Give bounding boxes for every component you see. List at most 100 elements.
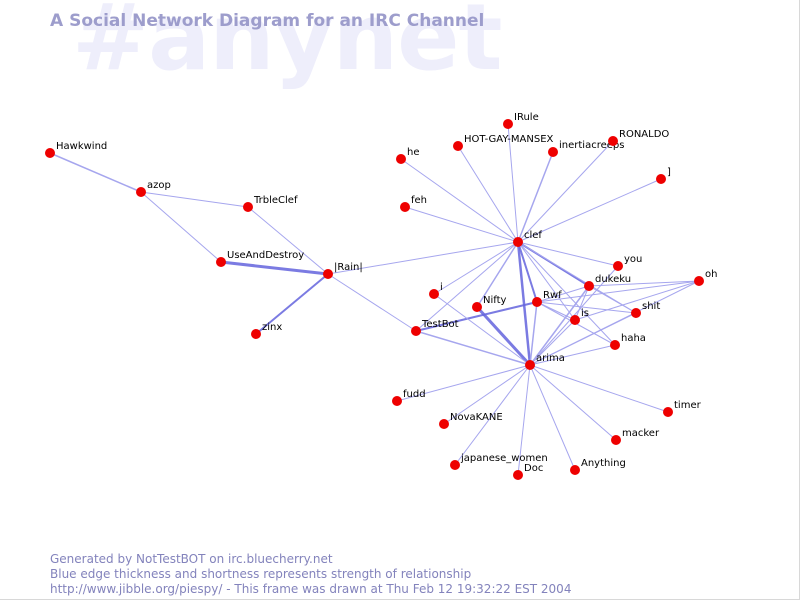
edge-clef-testbot: [415, 241, 519, 332]
node-label: Rwf: [543, 290, 562, 301]
edge-arima-i: [433, 293, 531, 366]
node-label: TrbleClef: [253, 195, 298, 206]
node-dot: [694, 276, 704, 286]
node-he: he: [396, 147, 420, 164]
node-haha: haha: [610, 333, 646, 350]
node-label: TestBot: [421, 319, 459, 330]
edge-rwf-testbot: [415, 301, 538, 332]
node-dot: [216, 257, 226, 267]
node-dot: [613, 261, 623, 271]
node-label: Doc: [524, 463, 543, 474]
node-label: timer: [674, 400, 702, 411]
node-trbleclef: TrbleClef: [243, 195, 298, 212]
node-label: i: [440, 282, 443, 293]
edge-ronaldo-clef: [517, 140, 614, 243]
node-dot: [450, 460, 460, 470]
node-dot: [323, 269, 333, 279]
edge-dukeku-arima: [529, 285, 590, 366]
node-label: dukeku: [595, 274, 631, 285]
node-label: Hawkwind: [56, 141, 107, 152]
node-is: is: [570, 308, 589, 325]
node-dot: [513, 470, 523, 480]
edge-arima-is: [529, 319, 576, 366]
node-dot: [608, 136, 618, 146]
edge-dukeku-is: [574, 285, 590, 321]
node-hot-gay-mansex: HOT-GAY-MANSEX: [453, 134, 554, 151]
node-fudd: fudd: [392, 389, 426, 406]
node-label: IRule: [514, 112, 539, 123]
node-dot: [411, 326, 421, 336]
node-dot: [243, 202, 253, 212]
edge-arima-haha: [529, 344, 616, 366]
edge-irule-clef: [507, 123, 519, 243]
edge-rain-testbot: [327, 273, 417, 332]
edge-inertiacreeps-clef: [517, 151, 554, 243]
node-label: Anything: [581, 458, 626, 469]
node-label: japanese_women: [460, 453, 548, 464]
node-rwf: Rwf: [532, 290, 562, 307]
node-label: NovaKANE: [450, 412, 503, 423]
node-inertiacreeps: inertiacreeps: [548, 140, 624, 157]
edge-clef-is: [517, 241, 576, 321]
node-label: fudd: [403, 389, 426, 400]
node-dot: [251, 329, 261, 339]
node-dot: [45, 148, 55, 158]
edge-arima-oh: [529, 280, 700, 366]
node-dot: [611, 435, 621, 445]
edge-clef-nifty: [476, 241, 519, 308]
node-label: he: [407, 147, 420, 158]
edge-arima-japanese-women: [454, 364, 531, 466]
edge-zinx-rain: [255, 273, 329, 335]
edge-rwf-dukeku: [536, 285, 590, 303]
node-dot: [532, 297, 542, 307]
node-zinx: zinx: [251, 322, 282, 339]
channel-watermark: #anynet: [72, 0, 503, 91]
node-bracket: ]: [656, 167, 671, 184]
node-label: haha: [621, 333, 646, 344]
node-dot: [453, 141, 463, 151]
edge-clef-i: [433, 241, 519, 295]
edge-hawkwind-azop: [49, 152, 142, 193]
node-dot: [513, 237, 523, 247]
edge-trbleclef-rain: [247, 206, 329, 275]
node-dot: [392, 396, 402, 406]
node-macker: macker: [611, 428, 660, 445]
footer-timestamp: http://www.jibble.org/piespy/ - This fra…: [50, 582, 572, 596]
node-shit: shit: [631, 301, 660, 318]
edge-layer: [49, 123, 700, 476]
node-label: macker: [622, 428, 660, 439]
footer-legend: Blue edge thickness and shortness repres…: [50, 567, 472, 581]
node-dot: [656, 174, 666, 184]
node-label: HOT-GAY-MANSEX: [464, 134, 554, 145]
edge-arima-timer: [529, 364, 669, 413]
node-azop: azop: [136, 180, 171, 197]
node-label: Nifty: [483, 295, 507, 306]
node-i: i: [429, 282, 443, 299]
node-testbot: TestBot: [411, 319, 459, 336]
node-dot: [136, 187, 146, 197]
edge-nifty-arima: [475, 305, 532, 367]
edge-he-clef: [400, 158, 519, 243]
node-label: UseAndDestroy: [227, 250, 304, 261]
node-label: ]: [667, 167, 671, 178]
node-ronaldo: RONALDO: [608, 129, 669, 146]
node-anything: Anything: [570, 458, 626, 475]
node-label: RONALDO: [619, 129, 669, 140]
node-label: arima: [536, 353, 565, 364]
node-label: |Rain|: [334, 262, 363, 273]
edge-clef-rwf: [517, 241, 538, 303]
node-dot: [584, 281, 594, 291]
edge-clef-arima: [516, 240, 532, 367]
edge-azop-trbleclef: [140, 191, 249, 208]
node-rain: |Rain|: [323, 262, 363, 279]
edge-arima-fudd: [396, 364, 531, 402]
node-label: inertiacreeps: [559, 140, 624, 151]
node-label: feh: [411, 195, 427, 206]
edge-dukeku-oh: [588, 280, 700, 287]
node-arima: arima: [525, 353, 565, 370]
edge-arima-doc: [517, 364, 531, 476]
node-irule: IRule: [503, 112, 539, 129]
